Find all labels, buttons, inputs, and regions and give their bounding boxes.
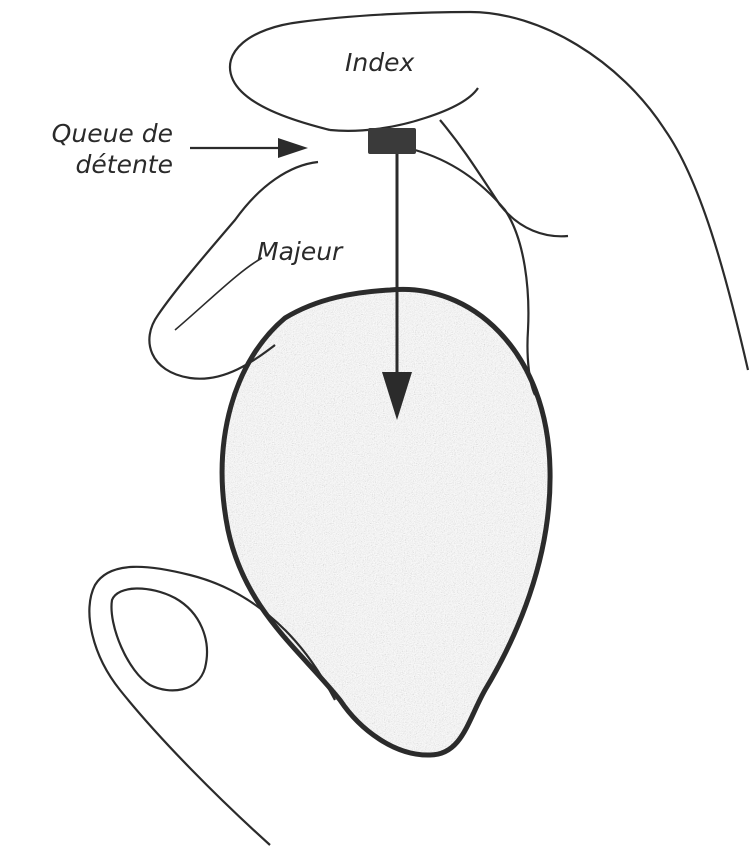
trigger-label-line1: Queue de: [8, 118, 173, 149]
index-finger-crease: [330, 88, 478, 131]
trigger-label-line2: détente: [8, 149, 173, 180]
middle-finger-label: Majeur: [257, 236, 342, 267]
index-label: Index: [345, 47, 414, 78]
trigger-label: Queue de détente: [8, 118, 173, 181]
trigger-pointer-arrow: [190, 138, 308, 158]
middle-finger-fold: [175, 258, 262, 330]
thumbnail-outline: [111, 588, 206, 690]
index-finger-knuckle: [440, 120, 568, 236]
trigger-block: [368, 128, 416, 154]
